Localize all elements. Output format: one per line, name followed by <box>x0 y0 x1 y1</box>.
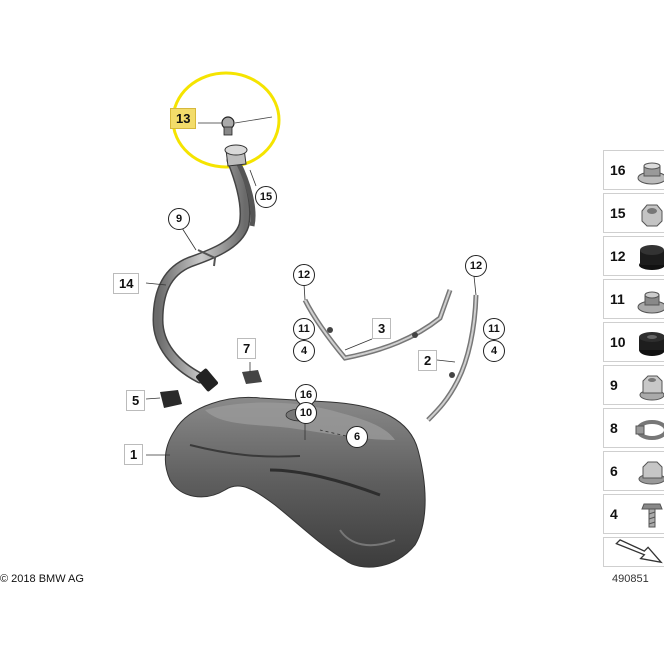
legend-item-4[interactable]: 4 <box>603 494 664 534</box>
hex-nut-icon <box>641 204 663 227</box>
callout-16[interactable]: 16 <box>295 384 317 406</box>
washer-nut-icon <box>637 291 664 314</box>
rubber-bushing-icon <box>639 332 664 356</box>
legend-item-8[interactable]: 8 <box>603 408 664 448</box>
rubber-grommet-icon <box>639 245 664 270</box>
callout-11-left[interactable]: 11 <box>293 318 315 340</box>
legend-item-12[interactable]: 12 <box>603 236 664 276</box>
legend-arrow-box <box>603 537 664 567</box>
callout-10[interactable]: 10 <box>295 402 317 424</box>
legend-number: 16 <box>610 162 626 178</box>
legend-number: 11 <box>610 291 625 307</box>
callout-1[interactable]: 1 <box>124 444 144 465</box>
legend-item-11[interactable]: 11 <box>603 279 664 319</box>
tension-strap-3 <box>302 289 453 361</box>
legend-number: 12 <box>610 248 626 264</box>
drawing-number: 490851 <box>612 573 649 585</box>
tension-strap-2 <box>426 294 479 422</box>
callout-4-left[interactable]: 4 <box>293 340 315 362</box>
hex-bolt-icon <box>641 503 663 528</box>
callout-3[interactable]: 3 <box>372 318 392 339</box>
callout-12-left[interactable]: 12 <box>293 264 315 286</box>
callout-14[interactable]: 14 <box>113 273 140 294</box>
callout-7[interactable]: 7 <box>237 338 257 359</box>
callout-2[interactable]: 2 <box>418 350 438 371</box>
legend-number: 15 <box>610 205 626 221</box>
legend-item-15[interactable]: 15 <box>603 193 664 233</box>
callout-13[interactable]: 13 <box>170 108 197 129</box>
direction-arrow-icon <box>615 539 663 564</box>
legend-number: 8 <box>610 420 618 436</box>
legend-number: 10 <box>610 334 626 350</box>
callout-5[interactable]: 5 <box>126 390 146 411</box>
callout-11-right[interactable]: 11 <box>483 318 505 340</box>
legend-item-10[interactable]: 10 <box>603 322 664 362</box>
legend-number: 6 <box>610 463 618 479</box>
legend-item-6[interactable]: 6 <box>603 451 664 491</box>
dome-nut-icon <box>638 461 664 485</box>
callout-15[interactable]: 15 <box>255 186 277 208</box>
flange-nut-icon <box>637 162 664 185</box>
collar-nut-icon <box>639 375 664 401</box>
legend-number: 4 <box>610 506 618 522</box>
legend-item-16[interactable]: 16 <box>603 150 664 190</box>
fuel-system-drawing <box>145 71 479 568</box>
copyright-text: © 2018 BMW AG <box>0 573 84 585</box>
rubber-pad-7 <box>242 370 262 384</box>
callout-9[interactable]: 9 <box>168 208 190 230</box>
filler-pipe <box>152 144 256 392</box>
legend-item-9[interactable]: 9 <box>603 365 664 405</box>
legend-number: 9 <box>610 377 618 393</box>
callout-6[interactable]: 6 <box>346 426 368 448</box>
fuel-tank <box>164 397 426 568</box>
callout-12-right[interactable]: 12 <box>465 255 487 277</box>
callout-4-right[interactable]: 4 <box>483 340 505 362</box>
rubber-pad-5 <box>160 390 182 408</box>
leader-lines <box>145 122 477 456</box>
valve-13 <box>221 116 273 136</box>
hose-clamp-icon <box>635 420 664 440</box>
